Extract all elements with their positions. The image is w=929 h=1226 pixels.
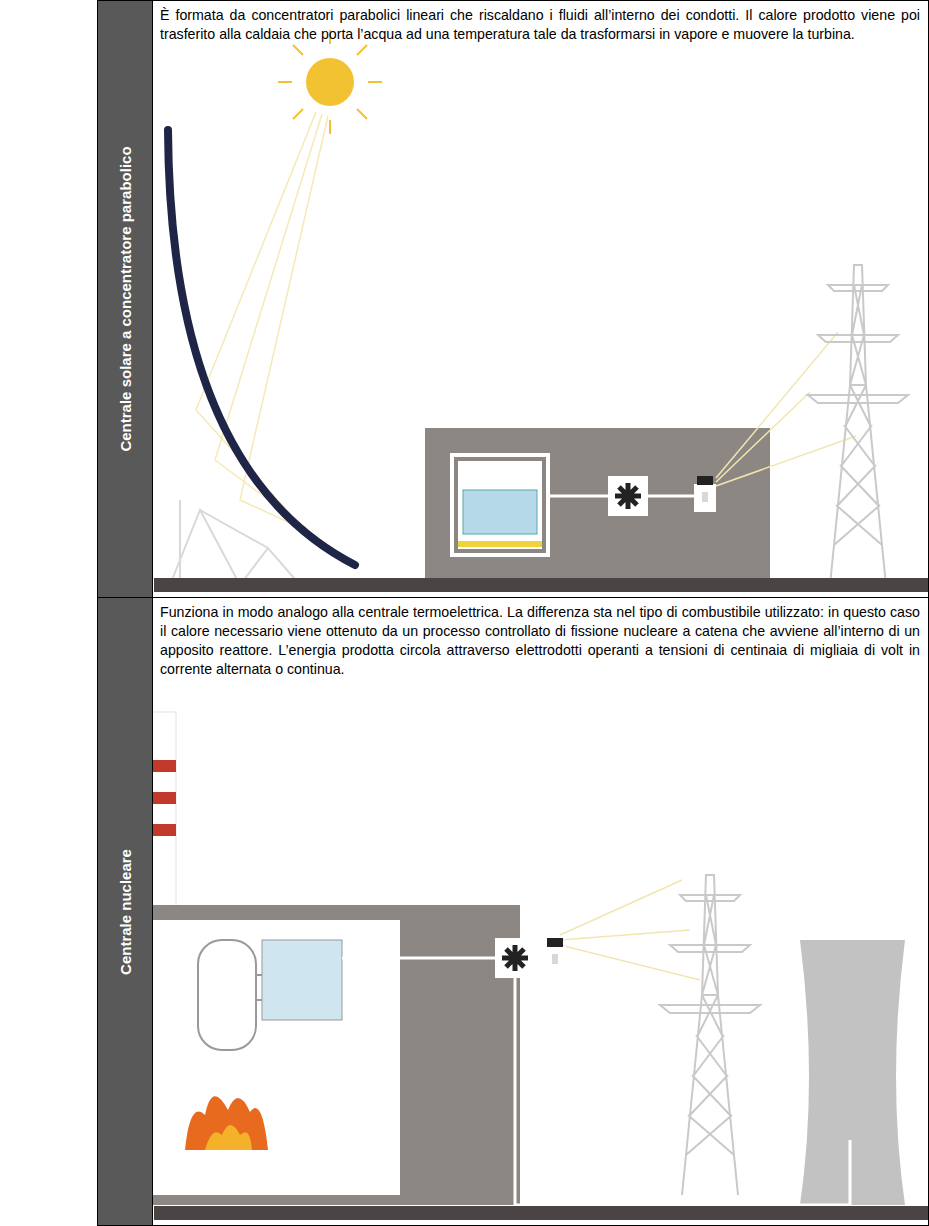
cooling-tower <box>800 940 905 1205</box>
nuclear-plant-drawing <box>115 712 928 1220</box>
parabolic-mirror <box>168 130 355 565</box>
pylon <box>660 875 760 1195</box>
cooling-pipe <box>515 978 850 1205</box>
light-beams <box>196 112 328 532</box>
row-header-band: Centrale nucleare <box>98 598 153 1225</box>
power-lines <box>716 332 856 486</box>
generator <box>544 938 566 974</box>
sun <box>306 58 354 106</box>
sun-rays <box>278 30 382 134</box>
row-header: Centrale nucleare <box>117 849 134 975</box>
flames <box>185 1096 268 1150</box>
pylon <box>808 265 908 585</box>
description: È formata da concentratori parabolici li… <box>160 6 920 44</box>
turbine <box>495 938 535 978</box>
generator <box>694 476 716 512</box>
ground <box>154 578 928 592</box>
row-header: Centrale solare a concentratore paraboli… <box>117 146 134 451</box>
table-row: Centrale solare a concentratore paraboli… <box>97 0 929 598</box>
table-row: Centrale nucleare Funziona in modo analog… <box>97 597 929 1226</box>
ground <box>154 1206 928 1220</box>
solar-plant-drawing <box>154 30 928 592</box>
row-header-band: Centrale solare a concentratore paraboli… <box>98 1 153 597</box>
turbine <box>608 476 648 516</box>
plant-building <box>425 428 770 586</box>
reactor-vessel <box>198 940 256 1050</box>
plant-building <box>115 905 520 1205</box>
description: Funziona in modo analogo alla centrale t… <box>160 603 920 679</box>
reactor-hall <box>125 920 400 1195</box>
water-tank <box>463 490 537 534</box>
water-tank <box>262 940 342 1020</box>
boiler-frame <box>452 455 548 555</box>
